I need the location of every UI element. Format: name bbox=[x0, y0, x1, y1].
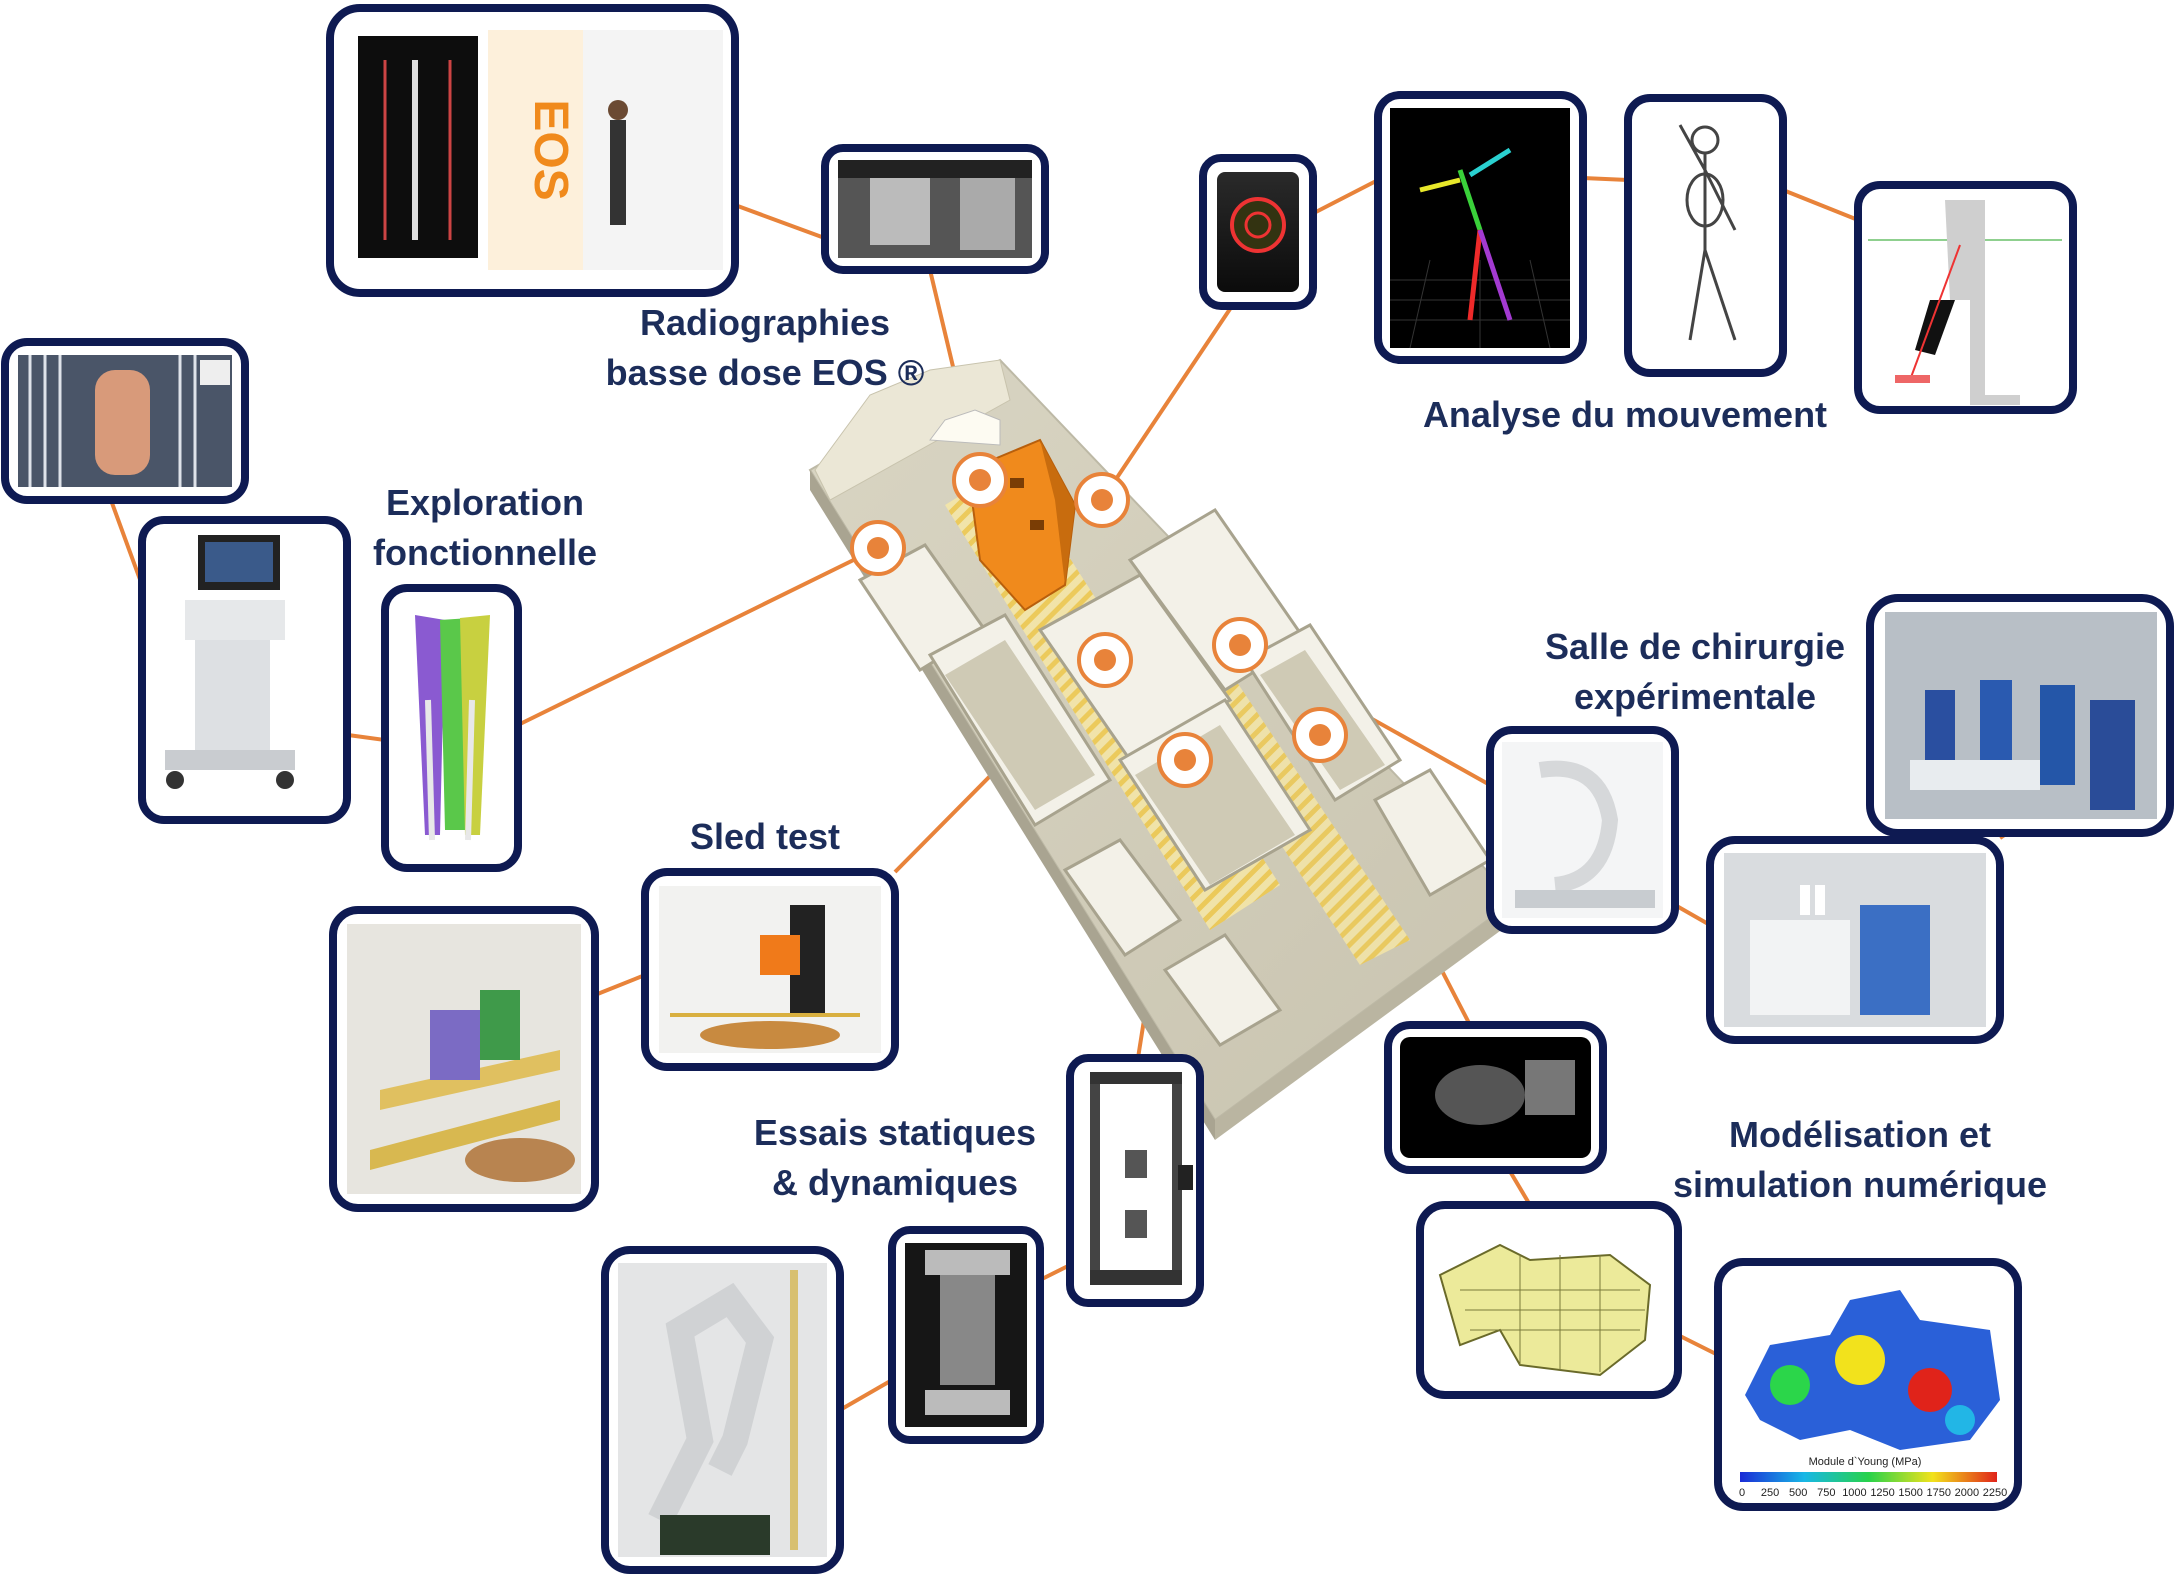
label-sled-test: Sled test bbox=[660, 812, 870, 862]
location-markers bbox=[850, 452, 1348, 788]
connector-essais-c bbox=[839, 1378, 893, 1412]
marker-salle bbox=[1212, 617, 1268, 673]
tile-motion-capture bbox=[1374, 91, 1587, 364]
image-tiles: EOS bbox=[1, 4, 2174, 1574]
connector-exploration-main bbox=[517, 546, 879, 727]
marker-exploration bbox=[850, 520, 906, 576]
marker-eos bbox=[952, 452, 1008, 508]
colorbar-tick-label: 1750 bbox=[1927, 1487, 1951, 1499]
colorbar-tick-label: 1000 bbox=[1842, 1487, 1866, 1499]
marker-essais bbox=[1157, 732, 1213, 788]
tile-3d-scan-booth bbox=[1, 338, 249, 504]
colorbar-tick-label: 2000 bbox=[1955, 1487, 1979, 1499]
colorbar bbox=[1740, 1472, 1997, 1482]
label-radiographies-line2: basse dose EOS ® bbox=[605, 352, 925, 393]
tile-leg-muscle-model bbox=[381, 584, 522, 872]
label-analyse-mouvement: Analyse du mouvement bbox=[1395, 390, 1855, 440]
tile-eos-system: EOS bbox=[326, 4, 739, 297]
label-modelisation: Modélisation et simulation numérique bbox=[1640, 1110, 2080, 1210]
label-essais: Essais statiques & dynamiques bbox=[740, 1108, 1050, 1208]
tile-sled-lab bbox=[329, 906, 599, 1212]
connector-exploration-b bbox=[347, 733, 386, 742]
colorbar-tick-label: 1500 bbox=[1898, 1487, 1922, 1499]
label-exploration-line2: fonctionnelle bbox=[373, 532, 597, 573]
tile-skeleton-drawing bbox=[1624, 94, 1787, 377]
connector-model-b bbox=[1506, 1166, 1532, 1207]
label-analyse-line1: Analyse du mouvement bbox=[1422, 394, 1828, 435]
marker-modelisation bbox=[1292, 707, 1348, 763]
label-essais-line2: & dynamiques bbox=[771, 1162, 1019, 1203]
tile-fe-mesh bbox=[1416, 1201, 1682, 1399]
connector-sled-b bbox=[594, 973, 646, 997]
connector-force-plate bbox=[1100, 304, 1234, 502]
marker-sled bbox=[1077, 632, 1133, 688]
connector-motion-2 bbox=[1582, 176, 1629, 182]
label-salle-line1: Salle de chirurgie bbox=[1544, 626, 1846, 667]
label-exploration-line1: Exploration bbox=[385, 482, 585, 523]
label-exploration: Exploration fonctionnelle bbox=[340, 478, 630, 578]
colorbar-tick-label: 500 bbox=[1789, 1487, 1807, 1499]
tile-spine-specimen bbox=[888, 1226, 1044, 1444]
connector-eos-photo bbox=[734, 203, 831, 242]
tile-force-plate bbox=[1199, 154, 1317, 310]
connector-motion-3 bbox=[1782, 188, 1859, 222]
tile-surgery-team bbox=[1866, 594, 2174, 837]
connector-essais-b bbox=[1039, 1263, 1071, 1282]
marker-analyse bbox=[1074, 472, 1130, 528]
connector-motion-1 bbox=[1309, 178, 1379, 217]
label-radiographies-line1: Radiographies bbox=[639, 302, 891, 343]
colorbar-tick-label: 0 bbox=[1739, 1487, 1745, 1499]
connector-salle-b bbox=[1674, 903, 1711, 927]
label-essais-line1: Essais statiques bbox=[753, 1112, 1037, 1153]
colorbar-tick-label: 1250 bbox=[1870, 1487, 1894, 1499]
colorbar-tick-label: 2250 bbox=[1983, 1487, 2007, 1499]
tile-ultrasound bbox=[138, 516, 351, 824]
colorbar-tick-label: 750 bbox=[1817, 1487, 1835, 1499]
tile-c-arm bbox=[1486, 726, 1679, 934]
tile-eos-radiograph bbox=[821, 144, 1049, 274]
eos-logo-text: EOS bbox=[524, 99, 577, 200]
tile-tensile-machine bbox=[1066, 1054, 1204, 1307]
colorbar-ticks: 0 250 500 750 1000 1250 1500 1750 2000 2250 bbox=[1739, 1487, 2007, 1499]
colorbar-title: Module d`Young (MPa) bbox=[1809, 1456, 1922, 1468]
building-3d-plan bbox=[808, 358, 1517, 1140]
label-modelisation-line2: simulation numérique bbox=[1672, 1164, 2048, 1205]
label-salle-line2: expérimentale bbox=[1573, 676, 1817, 717]
tile-ct-vertebra bbox=[1384, 1021, 1607, 1174]
tile-robot-arm bbox=[601, 1246, 844, 1574]
connector-exploration-a bbox=[106, 491, 144, 586]
label-radiographies: Radiographies basse dose EOS ® bbox=[600, 298, 930, 398]
connector-model-c bbox=[1677, 1333, 1719, 1357]
colorbar-tick-label: 250 bbox=[1761, 1487, 1779, 1499]
tile-lab-technician bbox=[1706, 836, 2004, 1044]
label-modelisation-line1: Modélisation et bbox=[1728, 1114, 1992, 1155]
label-sled-line1: Sled test bbox=[689, 816, 841, 857]
tile-young-modulus-map: Module d`Young (MPa) 0 250 500 750 1000 1250 1… bbox=[1714, 1258, 2022, 1511]
label-salle-chirurgie: Salle de chirurgie expérimentale bbox=[1520, 622, 1870, 722]
tile-sled-test bbox=[641, 868, 899, 1071]
tile-prosthetic-leg bbox=[1854, 181, 2077, 414]
